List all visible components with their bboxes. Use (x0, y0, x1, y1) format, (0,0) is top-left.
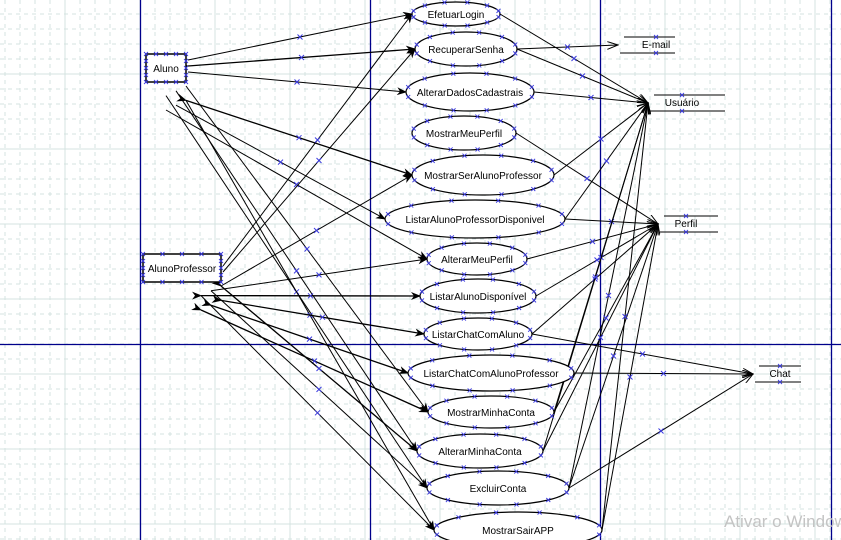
line-handle[interactable] (584, 175, 590, 182)
line-handle[interactable] (605, 292, 612, 299)
use-case-mostrarsairapp[interactable]: MostrarSairAPP (433, 510, 603, 540)
use-case-alterardadoscadastrais[interactable]: AlterarDadosCadastrais (405, 71, 535, 113)
use-case-label: ListarChatComAluno (432, 330, 525, 341)
use-case-listaralunoprofessordisponivel[interactable]: ListarAlunoProfessorDisponivel (384, 198, 566, 240)
use-case-mostrarmeuperfil[interactable]: MostrarMeuPerfil (411, 114, 517, 152)
use-case-listarchatcomaluno[interactable]: ListarChatComAluno (423, 316, 533, 352)
data-store-label: E-mail (642, 40, 670, 51)
line-handle[interactable] (658, 428, 664, 434)
data-store-usuario[interactable]: Usuário (650, 92, 725, 114)
line-handle[interactable] (316, 157, 322, 164)
line-handle[interactable] (579, 73, 586, 79)
use-case-label: ListarAlunoProfessorDisponivel (406, 215, 545, 226)
use-case-label: AlterarDadosCadastrais (417, 88, 523, 99)
use-case-mostrarseralunoprofessor[interactable]: MostrarSerAlunoProfessor (411, 153, 555, 197)
line-handle[interactable] (297, 34, 303, 40)
use-case-recuperarsenha[interactable]: RecuperarSenha (414, 30, 518, 68)
use-case-label: ListarAlunoDisponível (430, 292, 527, 303)
use-case-label: AlterarMinhaConta (438, 447, 522, 458)
data-store-email[interactable]: E-mail (620, 34, 675, 56)
actor-label: Aluno (153, 64, 179, 75)
use-case-label: AlterarMeuPerfil (441, 255, 513, 266)
line-handle[interactable] (296, 134, 302, 141)
actor-label: AlunoProfessor (148, 264, 217, 275)
line-handle[interactable] (304, 246, 310, 252)
use-case-excluirconta[interactable]: ExcluirConta (426, 469, 570, 507)
line-handle[interactable] (597, 334, 604, 341)
line-handle[interactable] (294, 79, 300, 85)
associations (165, 11, 753, 531)
line-handle[interactable] (592, 274, 599, 280)
actor-aluno[interactable]: Aluno (143, 51, 189, 85)
actor-alunoprofessor[interactable]: AlunoProfessor (140, 251, 224, 285)
use-case-efetuarlogin[interactable]: EfetuarLogin (411, 0, 501, 28)
line-handle[interactable] (314, 137, 321, 143)
line-handle[interactable] (314, 409, 321, 416)
line-handle[interactable] (316, 365, 322, 372)
line-handle[interactable] (603, 315, 609, 321)
use-case-label: ListarChatComAlunoProfessor (423, 369, 559, 380)
data-store-label: Usuário (665, 98, 700, 109)
use-case-label: MostrarMeuPerfil (426, 129, 502, 140)
line-handle[interactable] (598, 136, 604, 142)
line-handle[interactable] (293, 268, 300, 274)
line-handle[interactable] (627, 374, 633, 380)
use-case-listaralunodisponível[interactable]: ListarAlunoDisponível (419, 277, 537, 315)
data-store-perfil[interactable]: Perfil (660, 213, 718, 235)
line-handle[interactable] (564, 44, 571, 50)
line-handle[interactable] (660, 370, 667, 377)
line-handle[interactable] (316, 386, 322, 393)
data-store-label: Chat (769, 369, 790, 380)
line-handle[interactable] (293, 181, 300, 188)
line-handle[interactable] (603, 158, 610, 164)
line-handle[interactable] (313, 227, 320, 234)
line-handle[interactable] (610, 353, 617, 359)
use-case-mostrarminhaconta[interactable]: MostrarMinhaConta (427, 394, 555, 430)
line-handle[interactable] (298, 54, 305, 61)
line-handle[interactable] (588, 94, 594, 101)
data-store-chat[interactable]: Chat (755, 363, 801, 385)
line-handle[interactable] (594, 257, 600, 263)
use-case-label: MostrarSairAPP (482, 526, 554, 537)
line-handle[interactable] (571, 55, 577, 62)
data-store-label: Perfil (675, 219, 698, 230)
line-handle[interactable] (316, 272, 322, 278)
use-case-label: RecuperarSenha (428, 45, 504, 56)
line-handle[interactable] (277, 159, 284, 165)
line-handle[interactable] (622, 313, 628, 320)
use-case-label: EfetuarLogin (428, 10, 485, 21)
use-case-alterarmeuperfil[interactable]: AlterarMeuPerfil (426, 241, 528, 277)
line-handle[interactable] (639, 351, 646, 357)
use-case-label: MostrarSerAlunoProfessor (424, 171, 542, 182)
use-case-listarchatcomalunoprofessor[interactable]: ListarChatComAlunoProfessor (407, 353, 575, 393)
use-case-label: MostrarMinhaConta (447, 408, 535, 419)
use-case-label: ExcluirConta (470, 484, 527, 495)
use-case-alterarminhaconta[interactable]: AlterarMinhaConta (416, 432, 544, 470)
line-handle[interactable] (589, 238, 596, 245)
